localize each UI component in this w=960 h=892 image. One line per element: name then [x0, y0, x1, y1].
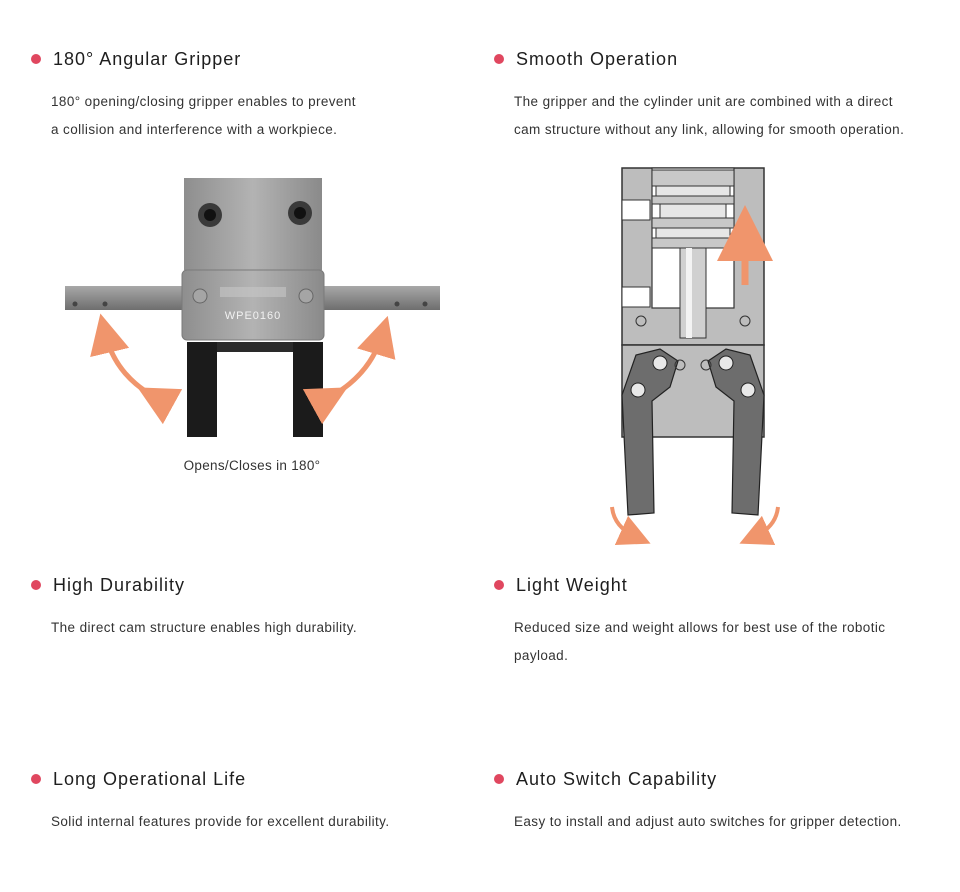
feature-auto-switch-capability: Auto Switch Capability Easy to install a…: [491, 766, 931, 836]
feature-title-text: Auto Switch Capability: [516, 768, 718, 789]
description-line: Solid internal features provide for exce…: [51, 814, 390, 829]
description-line: a collision and interference with a work…: [51, 122, 338, 137]
gripper-body: [181, 269, 325, 341]
rotate-arrow-right-icon: [739, 506, 780, 545]
feature-description: The direct cam structure enables high du…: [51, 614, 468, 642]
description-line: Easy to install and adjust auto switches…: [514, 814, 902, 829]
description-line: payload.: [514, 648, 569, 663]
angular-gripper-illustration: WPE0160: [65, 178, 440, 437]
feature-description: The gripper and the cylinder unit are co…: [514, 88, 931, 144]
feature-title-text: Long Operational Life: [53, 768, 247, 789]
switch-slot-upper: [621, 199, 651, 221]
bullet-dot-icon: [494, 774, 504, 784]
bullet-dot-icon: [31, 774, 41, 784]
feature-high-durability: High Durability The direct cam structure…: [28, 572, 468, 642]
bullet-dot-icon: [31, 580, 41, 590]
bullet-dot-icon: [494, 54, 504, 64]
switch-slot-lower: [621, 286, 651, 308]
description-line: 180° opening/closing gripper enables to …: [51, 94, 356, 109]
bullet-dot-icon: [494, 580, 504, 590]
description-line: cam structure without any link, allowing…: [514, 122, 905, 137]
feature-description: Easy to install and adjust auto switches…: [514, 808, 931, 836]
feature-angular-gripper: 180° Angular Gripper 180° opening/closin…: [28, 46, 468, 144]
description-line: The direct cam structure enables high du…: [51, 620, 357, 635]
rotate-arrow-right-icon: [302, 315, 396, 425]
piston-rod: [679, 247, 707, 339]
feature-title: 180° Angular Gripper: [28, 46, 468, 72]
feature-description: 180° opening/closing gripper enables to …: [51, 88, 468, 144]
rotate-arrow-left-icon: [610, 506, 651, 545]
bullet-dot-icon: [31, 54, 41, 64]
feature-long-operational-life: Long Operational Life Solid internal fea…: [28, 766, 468, 836]
jaw-left: [187, 342, 217, 437]
feature-description: Solid internal features provide for exce…: [51, 808, 468, 836]
figure-caption: Opens/Closes in 180°: [183, 458, 321, 473]
feature-light-weight: Light Weight Reduced size and weight all…: [491, 572, 931, 670]
cam-structure-diagram: [610, 167, 780, 545]
feature-title: Light Weight: [491, 572, 931, 598]
description-line: Reduced size and weight allows for best …: [514, 620, 886, 635]
rotate-arrow-left-icon: [90, 313, 183, 425]
feature-title: Long Operational Life: [28, 766, 468, 792]
description-line: The gripper and the cylinder unit are co…: [514, 94, 893, 109]
feature-title-text: High Durability: [53, 574, 186, 595]
feature-description: Reduced size and weight allows for best …: [514, 614, 931, 670]
feature-title-text: Light Weight: [516, 574, 628, 595]
feature-smooth-operation: Smooth Operation The gripper and the cyl…: [491, 46, 931, 144]
jaw-right: [293, 342, 323, 437]
feature-title: High Durability: [28, 572, 468, 598]
feature-title: Auto Switch Capability: [491, 766, 931, 792]
feature-title-text: 180° Angular Gripper: [53, 48, 242, 69]
feature-title-text: Smooth Operation: [516, 48, 679, 69]
model-label: WPE0160: [225, 310, 282, 322]
feature-title: Smooth Operation: [491, 46, 931, 72]
